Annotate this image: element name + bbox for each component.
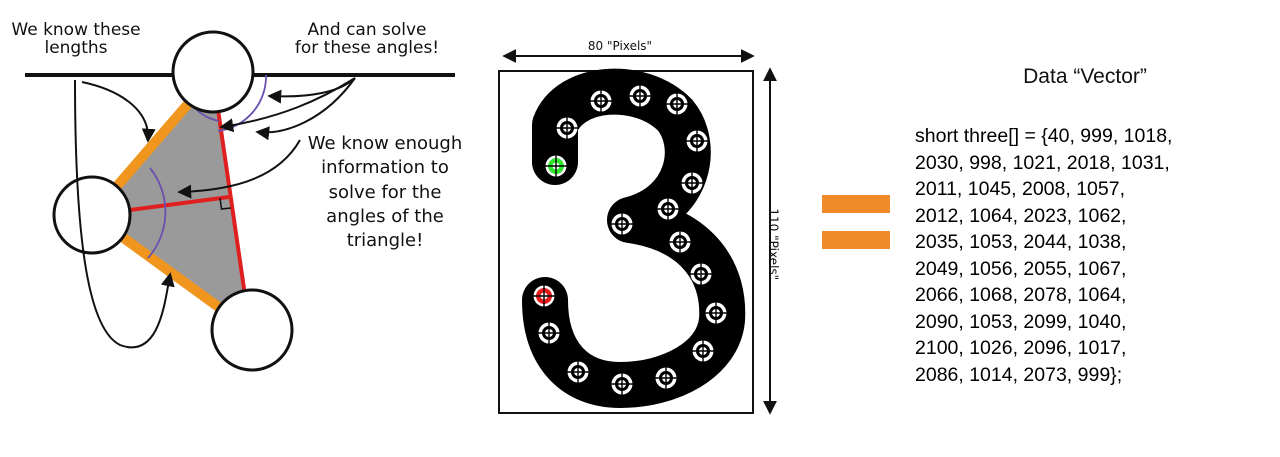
- triangle-diagram: [25, 30, 455, 372]
- arrow-angles-2: [267, 77, 356, 104]
- start-point: [544, 154, 568, 178]
- label-enough-information: We know enough information to solve for …: [307, 133, 463, 252]
- arrow-enough: [177, 139, 301, 199]
- label-known-lengths: We know these lengths: [11, 20, 141, 58]
- arrow-angles-3: [255, 77, 356, 141]
- digit-grid-figure: [498, 49, 777, 415]
- equals-bar-bottom: [822, 231, 890, 249]
- end-point: [532, 284, 556, 308]
- label-solve-angles: And can solve for these angles!: [294, 20, 440, 58]
- right-angle-mark: [219, 197, 232, 210]
- equals-sign: [822, 195, 890, 249]
- joint-circle-top: [171, 30, 255, 114]
- width-label: 80 "Pixels": [587, 39, 653, 53]
- arrow-lengths-top: [81, 81, 156, 143]
- equals-bar-top: [822, 195, 890, 213]
- vector-code: short three[] = {40, 999, 1018, 2030, 99…: [915, 125, 1173, 386]
- arrow-lengths-loop: [74, 79, 175, 349]
- height-label: 110 "Pixels": [766, 208, 781, 281]
- vector-title: Data “Vector”: [1023, 65, 1147, 88]
- joint-circle-bottom: [210, 288, 294, 372]
- triangle-fill: [92, 75, 250, 330]
- joint-circle-left: [52, 175, 132, 255]
- side-unknown-red: [211, 74, 252, 331]
- angle-arc-left: [147, 167, 167, 259]
